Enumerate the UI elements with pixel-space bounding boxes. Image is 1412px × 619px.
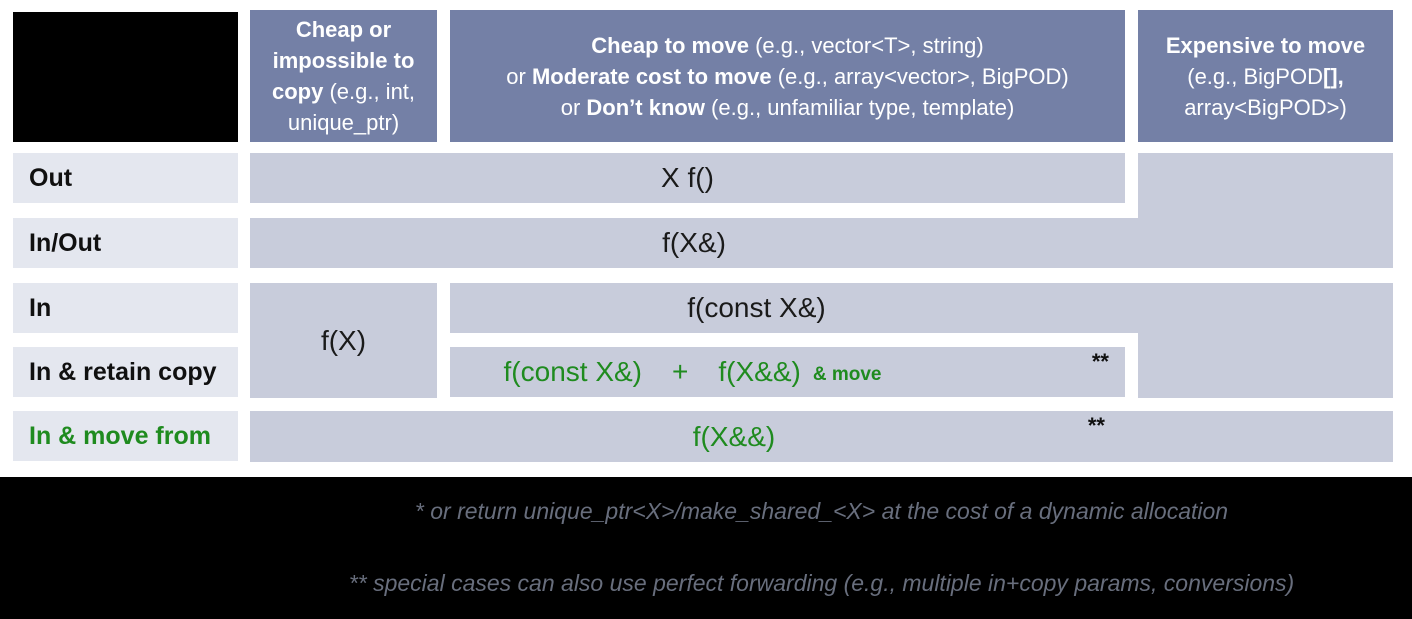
header-normal-text: unique_ptr) — [287, 110, 400, 135]
footnote-dynamic-allocation: * or return unique_ptr<X>/make_shared_<X… — [414, 498, 1229, 524]
column-header-expensive-to-move: Expensive to move (e.g., BigPOD[], array… — [1138, 10, 1393, 142]
signature-rvalue-ref: f(X&&) — [692, 420, 776, 452]
row-label-in: In — [13, 283, 238, 333]
signature-const-ref: f(const X&) — [687, 292, 826, 323]
header-normal-text: (e.g., int, — [329, 79, 416, 104]
signature-return-by-value: X f() — [661, 162, 714, 193]
header-bold-text: Expensive to move — [1165, 32, 1366, 58]
and-move-note: & move — [812, 364, 882, 385]
signature-const-ref: f(const X&) — [503, 356, 642, 387]
cell-in-cheap-signature: f(X) — [250, 283, 437, 398]
signature-lvalue-ref: f(X&) — [662, 227, 726, 258]
header-normal-text: (e.g., BigPOD — [1187, 63, 1323, 89]
cell-out-signature: X f() — [250, 153, 1125, 203]
header-normal-text: (e.g., unfamiliar type, template) — [711, 94, 1015, 120]
row-label-in-move-from: In & move from — [13, 411, 238, 461]
row-label-in-retain-copy: In & retain copy — [13, 347, 238, 397]
header-normal-text: array<BigPOD>) — [1184, 94, 1347, 120]
header-bold-text: copy — [271, 79, 330, 104]
header-bold-text: impossible to — [272, 48, 415, 73]
header-line: or Moderate cost to move (e.g., array<ve… — [450, 61, 1125, 92]
header-bold-text: Cheap to move — [591, 32, 756, 58]
row-label-in-out: In/Out — [13, 218, 238, 268]
header-line: or Don’t know (e.g., unfamiliar type, te… — [450, 92, 1125, 123]
signature-by-value: f(X) — [320, 324, 367, 356]
header-normal-text: (e.g., array<vector>, BigPOD) — [777, 63, 1069, 89]
header-line: Cheap to move (e.g., vector<T>, string) — [450, 30, 1125, 61]
header-normal-text: or — [560, 94, 587, 120]
header-bold-text: Cheap or — [295, 17, 392, 42]
cell-inout-signature: f(X&) — [250, 218, 1138, 268]
header-line: copy (e.g., int, — [250, 76, 437, 107]
header-line: Cheap or — [250, 14, 437, 45]
column-header-cheap-copy: Cheap or impossible to copy (e.g., int, … — [250, 10, 437, 142]
header-bold-text: [], — [1322, 63, 1344, 89]
header-line: unique_ptr) — [250, 107, 437, 138]
header-normal-text: (e.g., vector<T>, string) — [755, 32, 984, 58]
header-normal-text: or — [506, 63, 532, 89]
cell-expensive-out-inout-empty — [1138, 153, 1393, 268]
double-asterisk-footnote-mark: ** — [1091, 349, 1109, 374]
plus-sign: + — [672, 356, 689, 387]
cell-in-move-from-signature: f(X&&) ** — [250, 411, 1393, 462]
header-line: Expensive to move — [1138, 30, 1393, 61]
double-asterisk-footnote-mark: ** — [1087, 413, 1105, 438]
header-bold-text: Don’t know — [586, 94, 712, 120]
header-line: (e.g., BigPOD[], — [1138, 61, 1393, 92]
header-line: impossible to — [250, 45, 437, 76]
cell-in-retain-copy-signature: f(const X&) + f(X&&) & move ** — [450, 347, 1125, 397]
footer-black-band — [0, 477, 1412, 619]
corner-black-box — [13, 12, 238, 142]
header-line: array<BigPOD>) — [1138, 92, 1393, 123]
footnote-perfect-forwarding: ** special cases can also use perfect fo… — [348, 570, 1295, 596]
cell-in-signature: f(const X&) — [450, 283, 1393, 333]
row-label-out: Out — [13, 153, 238, 203]
signature-rvalue-ref: f(X&&) — [718, 356, 801, 387]
column-header-cheap-to-move: Cheap to move (e.g., vector<T>, string) … — [450, 10, 1125, 142]
header-bold-text: Moderate cost to move — [531, 63, 778, 89]
